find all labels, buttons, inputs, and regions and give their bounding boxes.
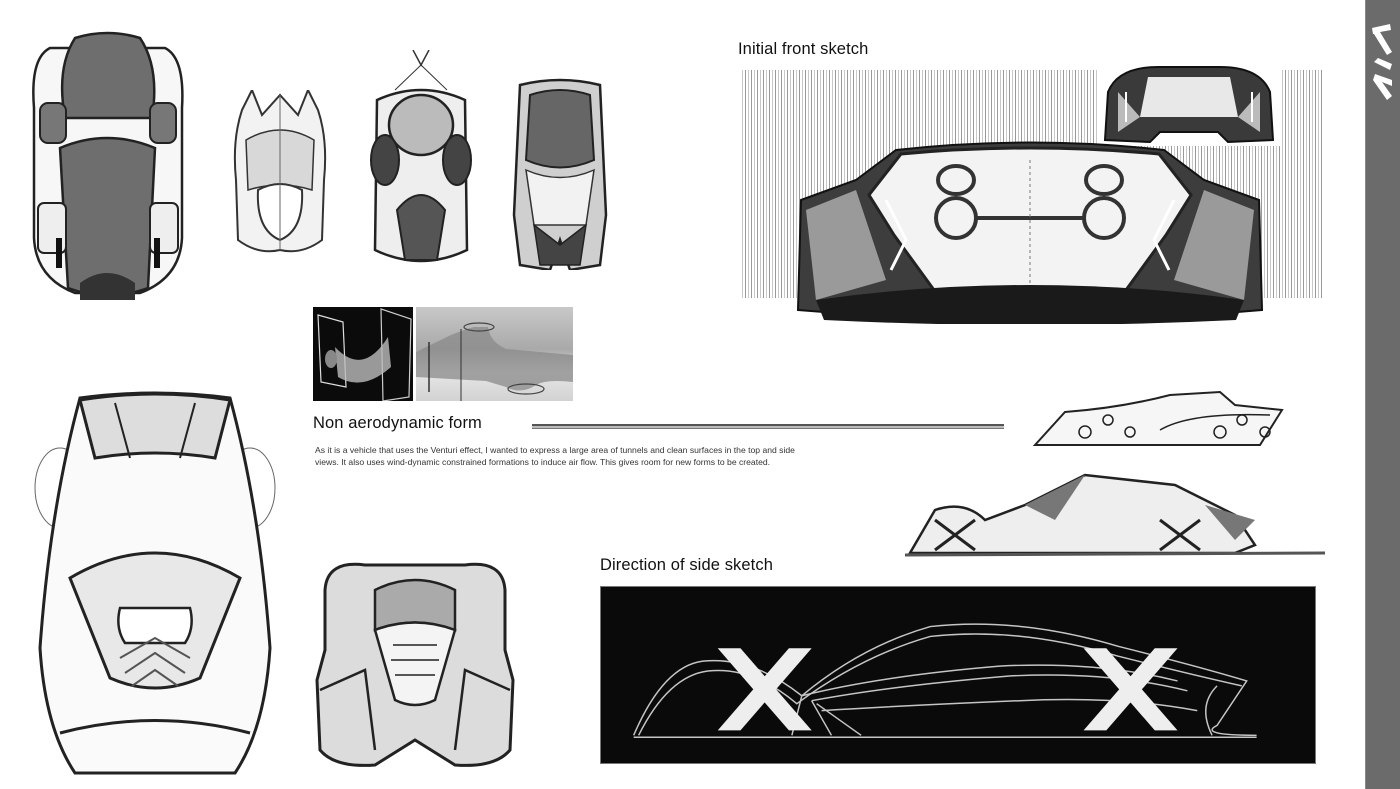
- reference-photos: [313, 307, 573, 401]
- car-side-view-icon: [1032, 390, 1284, 446]
- kia-logo-icon: [1370, 22, 1396, 104]
- top-view-sketch-4: [510, 75, 610, 270]
- car-top-view-icon: [512, 78, 608, 270]
- brand-sidebar: [1365, 0, 1400, 789]
- section-divider: [532, 424, 1004, 429]
- top-view-sketch-compact: [315, 560, 515, 768]
- venturi-plate-photo: [313, 307, 413, 401]
- front-sketch-main: [796, 140, 1264, 324]
- initial-front-heading: Initial front sketch: [738, 40, 869, 58]
- side-direction-heading: Direction of side sketch: [600, 556, 773, 574]
- car-front-view-icon: [796, 141, 1264, 324]
- car-top-view-icon: [315, 562, 515, 767]
- top-view-sketch-2: [232, 90, 328, 255]
- car-top-view-icon: [370, 50, 472, 263]
- top-view-sketch-large: [20, 388, 290, 780]
- car-top-view-icon: [32, 31, 184, 300]
- car-top-view-icon: [233, 90, 327, 253]
- car-top-view-icon: [34, 391, 276, 775]
- non-aero-heading: Non aerodynamic form: [313, 414, 482, 432]
- top-view-sketch-1: [20, 28, 195, 300]
- car-side-view-icon: [633, 623, 1257, 739]
- car-front-view-icon: [1103, 66, 1275, 144]
- top-view-sketch-3: [367, 50, 475, 272]
- side-sketch-medium: [905, 465, 1325, 560]
- non-aero-description: As it is a vehicle that uses the Venturi…: [315, 445, 795, 467]
- side-sketch-dark-with-x: [600, 586, 1316, 764]
- car-side-view-icon: [905, 473, 1325, 557]
- side-sketch-small: [1030, 390, 1285, 448]
- aero-model-photo: [416, 307, 573, 401]
- front-sketch-small: [1098, 62, 1280, 146]
